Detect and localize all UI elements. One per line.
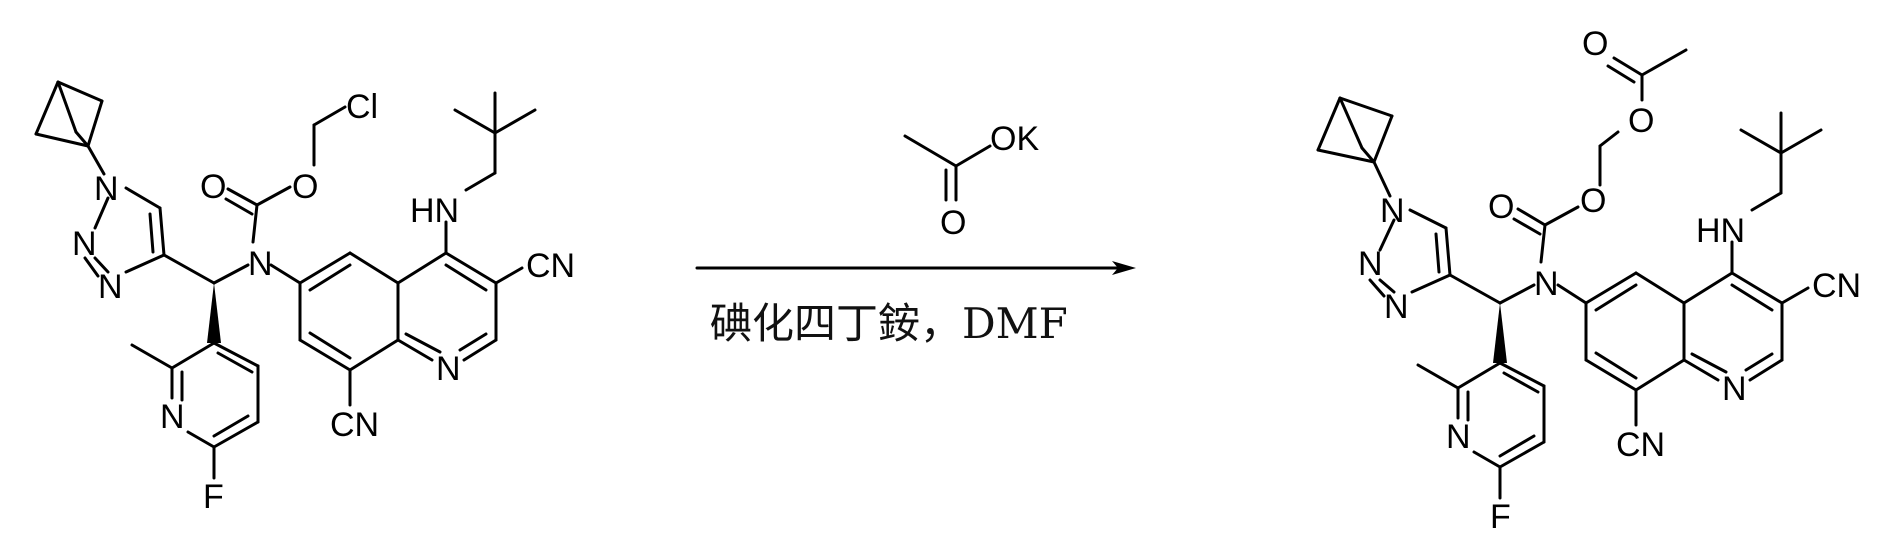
- reactant-atom-cl: Cl: [346, 88, 378, 126]
- product-atom-o-carbonyl: O: [1488, 188, 1514, 226]
- product-atom-o-link: O: [1628, 102, 1654, 140]
- product-atom-n-bcp: N: [1380, 192, 1405, 230]
- reactant-carbamate: [226, 107, 345, 242]
- reagent-atom-ok: OK: [990, 120, 1039, 158]
- reactant-atom-cn-bottom: CN: [330, 406, 379, 444]
- product-atom-f: F: [1490, 498, 1511, 536]
- reagent-structure: [905, 136, 990, 200]
- reactant-atom-n-quin: N: [436, 350, 461, 388]
- product-atom-n-quin: N: [1722, 370, 1747, 408]
- reactant-atom-o-ester: O: [292, 168, 318, 206]
- reactant-bicyclopentyl: [36, 82, 104, 174]
- reactant-atom-n-tri-3: N: [98, 268, 123, 306]
- reactant-atom-o-carbonyl: O: [200, 168, 226, 206]
- product-atom-n-pyr: N: [1446, 418, 1471, 456]
- product-pyridine: [1418, 363, 1544, 498]
- reactant-atom-n-bcp: N: [94, 170, 119, 208]
- reactant-atom-n-tri-2: N: [72, 225, 97, 263]
- product-atom-o-acetyl: O: [1582, 25, 1608, 63]
- reactant-pyridine: [132, 343, 258, 478]
- product-atom-n-carbamate: N: [1534, 265, 1559, 303]
- product-structure: [1318, 50, 1821, 498]
- reactant-atom-n-carbamate: N: [248, 245, 273, 283]
- product-quinoline: [1586, 113, 1821, 425]
- product-carbamate: [1514, 50, 1686, 262]
- reactant-atom-n-pyr: N: [160, 398, 185, 436]
- reactant-quinoline: [300, 93, 535, 405]
- reaction-conditions: 碘化四丁銨，DMF: [710, 299, 1068, 348]
- reactant-atom-hn: HN: [410, 192, 459, 230]
- product-bicyclopentyl: [1318, 98, 1392, 196]
- product-atom-cn-bottom: CN: [1616, 426, 1665, 464]
- product-atom-hn: HN: [1696, 212, 1745, 250]
- reaction-arrow: [697, 261, 1136, 275]
- product-atom-cn-top: CN: [1812, 267, 1861, 305]
- product-atom-n-tri-3: N: [1384, 288, 1409, 326]
- reactant-atom-f: F: [203, 478, 224, 516]
- product-atom-n-tri-2: N: [1358, 245, 1383, 283]
- product-atom-o-ester: O: [1580, 182, 1606, 220]
- reagent-atom-o: O: [940, 204, 966, 242]
- reactant-atom-cn-top: CN: [526, 247, 575, 285]
